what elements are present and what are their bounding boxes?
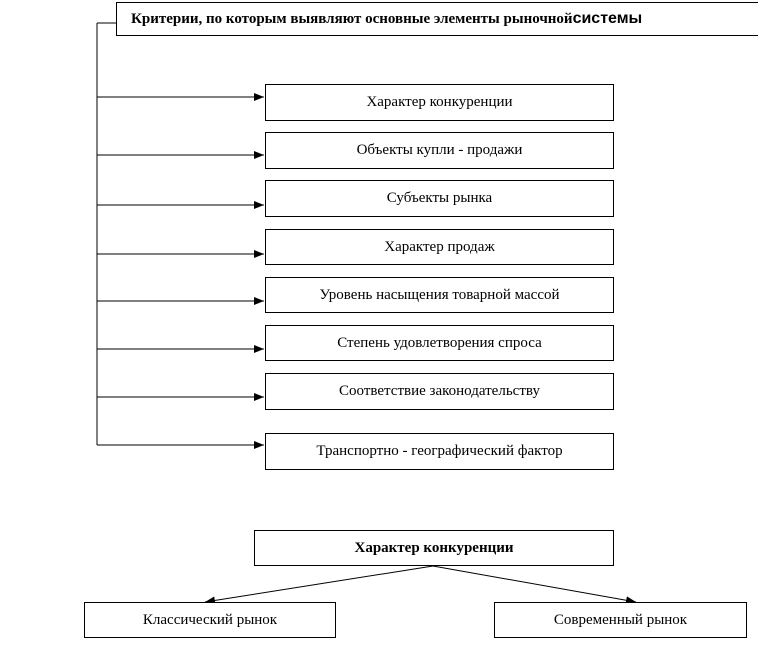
criterion-label: Объекты купли - продажи (356, 142, 523, 158)
criterion-box: Характер конкуренции (265, 84, 614, 121)
split-arrow-right (432, 565, 637, 605)
criterion-label: Соответствие законодательству (339, 383, 540, 399)
criterion-box: Степень удовлетворения спроса (265, 325, 614, 361)
criterion-box: Транспортно - географический фактор (265, 433, 614, 470)
criterion-label: Характер продаж (384, 238, 495, 255)
criterion-box: Характер продаж (265, 229, 614, 265)
diagram-title: Критерии, по которым выявляют основные э… (116, 2, 758, 36)
split-arrow-left (204, 565, 434, 605)
criterion-box: Субъекты рынка (265, 180, 614, 217)
criterion-box: Соответствие законодательству (265, 373, 614, 410)
criterion-label: Степень удовлетворения спроса (337, 334, 542, 351)
modern-market-box: Современный рынок (494, 602, 747, 638)
criterion-box: Объекты купли - продажи (265, 132, 614, 169)
competition-heading: Характер конкуренции (354, 539, 514, 556)
modern-market-label: Современный рынок (553, 611, 688, 628)
classic-market-label: Классический рынок (142, 611, 278, 628)
criterion-box: Уровень насыщения товарной массой (265, 277, 614, 313)
criterion-label: Транспортно - географический фактор (316, 443, 563, 459)
criterion-label: Характер конкуренции (366, 94, 513, 110)
classic-market-box: Классический рынок (84, 602, 336, 638)
diagram-title-text: Критерии, по которым выявляют основные э… (131, 10, 573, 27)
criterion-label: Уровень насыщения товарной массой (319, 286, 560, 303)
diagram-title-tail: системы (572, 10, 643, 27)
competition-heading-box: Характер конкуренции (254, 530, 614, 566)
criterion-label: Субъекты рынка (386, 190, 493, 206)
